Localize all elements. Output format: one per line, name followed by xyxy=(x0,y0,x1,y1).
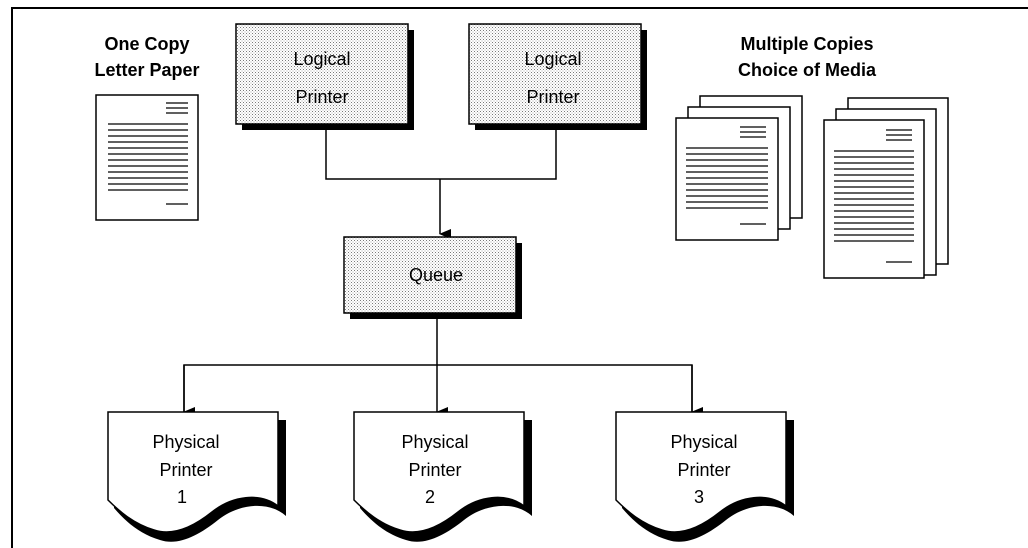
physical-printer-3-line2: Printer xyxy=(677,460,730,480)
physical-printer-box-3: Physical Printer 3 xyxy=(615,411,794,542)
physical-printer-1-line2: Printer xyxy=(159,460,212,480)
logical-printer-2-line2: Printer xyxy=(526,87,579,107)
logical-printer-1-line2: Printer xyxy=(295,87,348,107)
caption-left-line2: Letter Paper xyxy=(94,60,199,80)
letter-paper-document-icon xyxy=(95,94,199,221)
physical-printer-3-line1: Physical xyxy=(670,432,737,452)
physical-printer-3-number: 3 xyxy=(694,487,704,507)
logical-printer-box-2: Logical Printer xyxy=(468,23,647,130)
caption-right-line2: Choice of Media xyxy=(738,60,877,80)
logical-printer-1-line1: Logical xyxy=(293,49,350,69)
document-stack-icon-2 xyxy=(823,97,949,279)
caption-right-line1: Multiple Copies xyxy=(740,34,873,54)
physical-printer-box-2: Physical Printer 2 xyxy=(353,411,532,542)
physical-printer-2-line2: Printer xyxy=(408,460,461,480)
physical-printer-1-number: 1 xyxy=(177,487,187,507)
logical-printer-2-line1: Logical xyxy=(524,49,581,69)
frame-border xyxy=(11,7,1028,548)
queue-to-physical-connector xyxy=(183,313,703,417)
queue-label: Queue xyxy=(409,265,463,285)
queue-box: Queue xyxy=(343,236,522,319)
document-stack-icon-1 xyxy=(675,95,803,241)
logical-to-queue-connector xyxy=(325,130,557,239)
physical-printer-1-line1: Physical xyxy=(152,432,219,452)
caption-left-line1: One Copy xyxy=(104,34,189,54)
physical-printer-box-1: Physical Printer 1 xyxy=(107,411,286,542)
logical-printer-box-1: Logical Printer xyxy=(235,23,414,130)
physical-printer-2-number: 2 xyxy=(425,487,435,507)
physical-printer-2-line1: Physical xyxy=(401,432,468,452)
